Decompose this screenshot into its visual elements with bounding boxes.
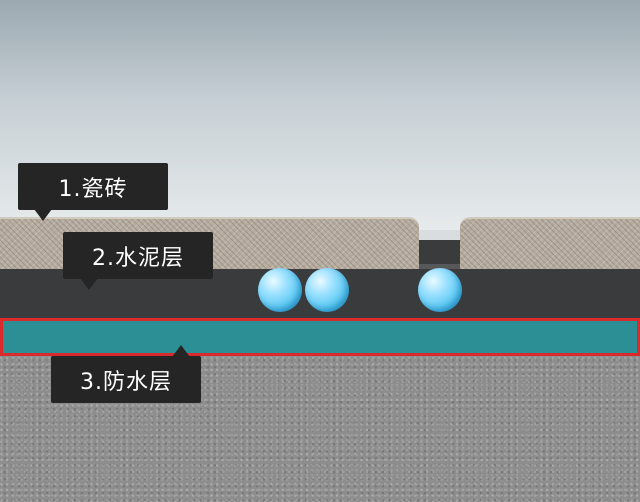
waterproof-label: 3.防水层 <box>80 369 172 395</box>
waterproof-layer <box>0 318 640 356</box>
waterproof-callout: 3.防水层 <box>51 356 201 403</box>
mortar-callout-pointer <box>80 278 98 290</box>
waterproof-callout-pointer <box>172 345 190 357</box>
water-drop <box>305 268 349 312</box>
tile-label: 1.瓷砖 <box>58 176 128 202</box>
water-drop <box>258 268 302 312</box>
tile-right <box>460 217 640 269</box>
mortar-callout: 2.水泥层 <box>63 232 213 279</box>
tile-callout: 1.瓷砖 <box>18 163 168 210</box>
water-drop <box>418 268 462 312</box>
mortar-label: 2.水泥层 <box>92 245 184 271</box>
tile-callout-pointer <box>34 209 52 221</box>
